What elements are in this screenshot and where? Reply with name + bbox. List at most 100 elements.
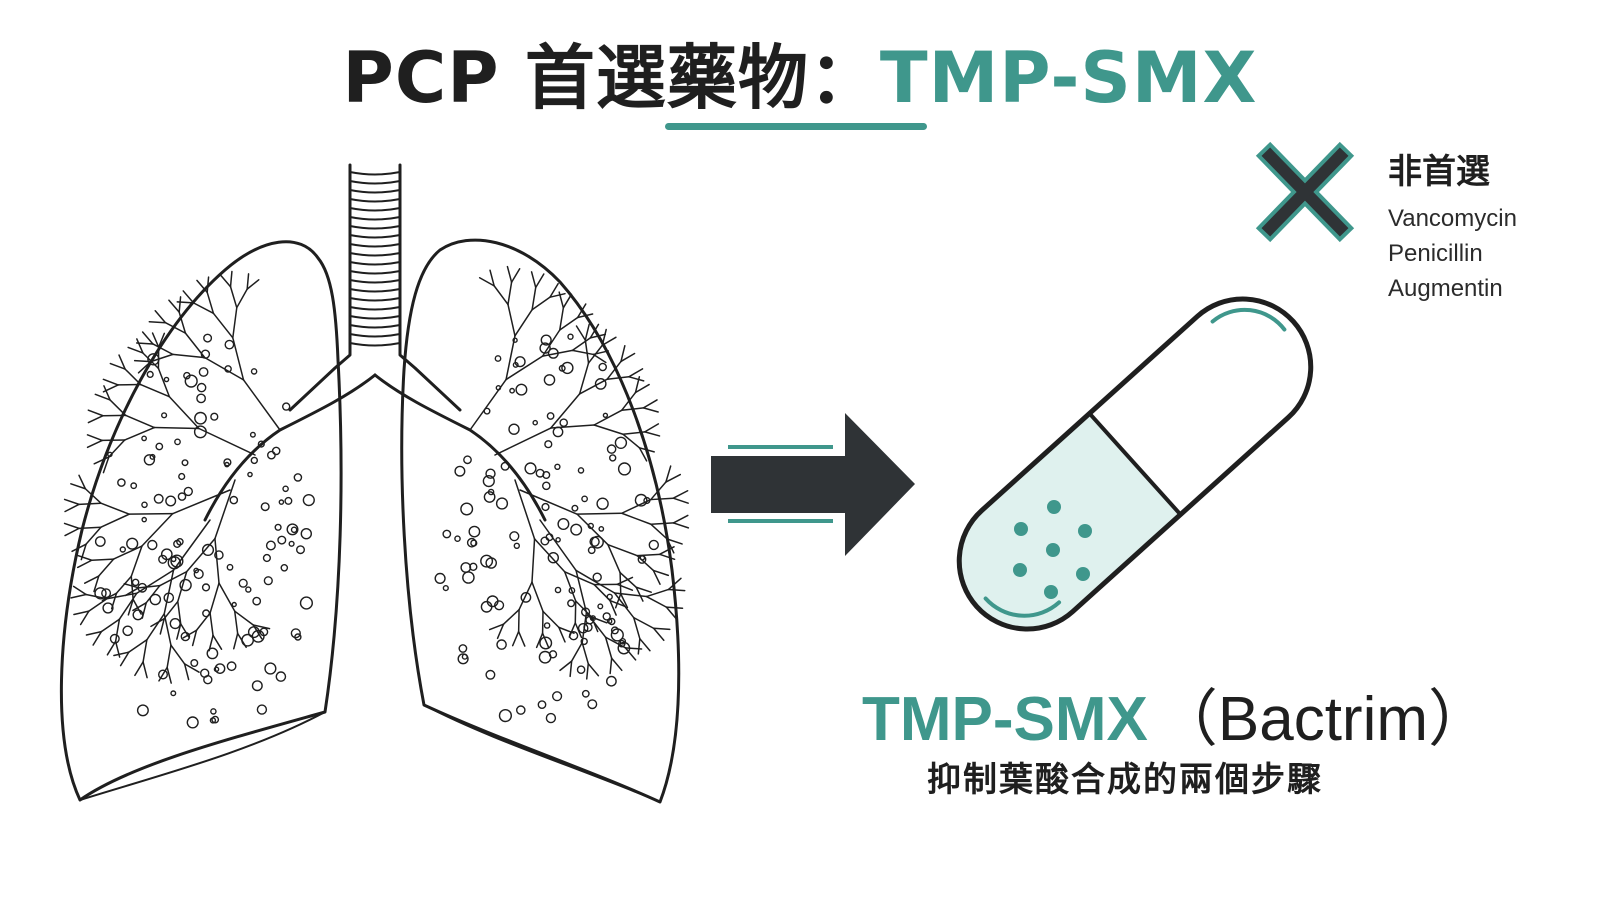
bronchus-branch [209,612,214,637]
trachea-ring [349,234,401,239]
bronchus-branch [534,273,545,289]
alveolus-dot [226,661,237,672]
alveolus-dot [290,628,301,639]
alveolus-dot [226,563,234,571]
arrow-shape [711,413,915,556]
alveolus-dot [610,628,624,642]
bronchus-branch [496,623,505,640]
alveolus-dot [542,481,551,491]
alveolus-dot [169,617,181,630]
alveolus-dot [592,572,602,582]
bronchus-branch [63,498,80,506]
bronchial-tree [63,265,690,684]
alveolus-dot [193,567,200,574]
bronchus-branch [206,291,215,315]
alveolus-dot [643,496,651,505]
alveolus-dot [483,407,491,415]
drug-mechanism-description: 抑制葉酸合成的兩個步驟 [927,760,1323,800]
bronchus-branch [76,559,93,569]
trachea-ring [349,288,401,293]
bronchus-branch [620,512,652,526]
bronchus-branch [510,267,521,283]
bronchus-branch [635,586,644,602]
bronchus-branch [123,426,156,441]
bronchus-branch [590,616,599,633]
bronchus-branch [103,385,111,401]
bronchus-branch [183,663,200,673]
alveolus-dot [247,471,253,478]
bronchus-branch [119,651,130,667]
bronchus-branch [549,282,559,298]
alveolus-dot [457,653,469,665]
bronchus-branch [502,608,520,625]
alveolus-dot [282,402,291,411]
bronchus-branch [650,481,667,501]
alveolus-dot [532,419,539,426]
bronchus-branch [576,313,594,319]
list-item: Augmentin [1388,275,1503,302]
bronchus-branch [535,632,544,649]
bronchus-branch [624,647,643,650]
bronchus-branch [667,588,686,592]
alveolus-dot [539,342,551,354]
bronchus-branch [494,427,552,456]
alveolus-dot [618,639,626,648]
alveolus-dot [94,587,107,600]
bronchus-branch [153,426,200,430]
alveolus-dot [203,333,213,343]
alveolus-dot [119,546,127,553]
bronchus-branch [170,644,186,665]
alveolus-dot [263,576,273,586]
right-lung-base [423,704,661,803]
alveolus-dot [585,615,595,625]
bronchus-branch [658,553,676,561]
alveolus-dot [213,666,220,673]
alveolus-dot [201,543,215,557]
bronchus-branch [118,592,138,620]
trachea-rings [349,171,401,347]
alveolus-dot [170,690,177,697]
bronchus-branch [232,337,245,381]
bronchus-branch [70,483,87,490]
bronchus-branch [634,383,650,394]
bronchus-branch [541,329,561,357]
bronchus-branch [166,644,172,669]
alveolus-dot [483,491,496,503]
alveolus-dot [136,704,149,717]
bronchus-branch [163,569,175,615]
alveolus-dot [442,529,452,539]
alveolus-dot [487,488,495,496]
bronchus-branch [208,634,214,652]
bronchus-branch [90,558,115,561]
alveolus-dot [223,458,232,467]
bronchus-branch [88,597,108,612]
alveolus-dot [130,482,138,490]
alveolus-dot [545,533,554,542]
bronchus-branch [85,630,103,636]
alveolus-dot [300,528,312,540]
alveolus-dot [241,633,255,647]
alveolus-dot [224,365,232,373]
alveolus-dot [224,339,235,350]
bronchus-branch [115,575,133,595]
bronchus-branch [100,618,121,633]
bronchus-branch [635,586,652,593]
bronchus-branch [130,545,143,578]
alveolus-dot [617,641,631,655]
trachea-ring [349,297,401,302]
alveolus-dot [512,337,518,343]
bronchus-branch [64,527,80,537]
alveolus-dot [538,650,552,664]
bronchus-branch [102,384,119,393]
alveolus-dot [163,592,175,604]
bronchus-branch [587,662,600,677]
title-drug-name: TMP-SMX [879,37,1258,119]
arrow-right-icon [711,413,915,556]
trachea-ring [349,180,401,185]
bronchus-branch [518,581,533,611]
bronchus-branch [558,307,565,331]
alveolus-dot [606,593,613,600]
drug-generic-name: TMP-SMX [862,685,1148,754]
drug-name-label: TMP-SMX（Bactrim） [862,668,1490,758]
bronchus-branch [550,393,581,429]
